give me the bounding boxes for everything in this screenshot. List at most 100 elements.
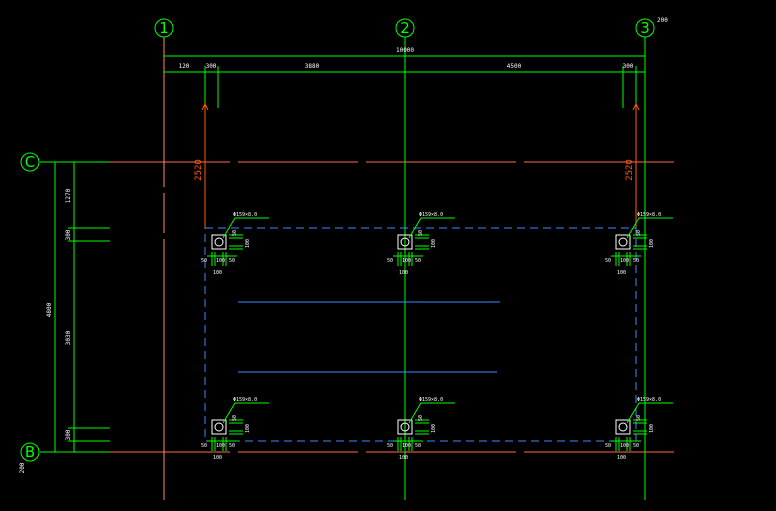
pile-dim-mid: 100: [620, 258, 629, 264]
svg-text:1: 1: [159, 19, 169, 37]
pile-dim-mid: 100: [216, 258, 225, 264]
pile-dim-mid: 100: [402, 258, 411, 264]
pile-5[interactable]: Φ159×8.0 50 100 50 100 50 100: [387, 397, 455, 461]
pile-dim-side-a: 50: [232, 230, 238, 236]
pile-dim-mid: 100: [620, 443, 629, 449]
pile-dim-side-b: 100: [431, 239, 437, 248]
pile-dim-left: 50: [605, 443, 611, 449]
pile-dim-bottom: 100: [213, 270, 222, 276]
axis-bubble-1: 1: [154, 18, 174, 38]
pile-cap-square: [615, 234, 631, 250]
pile-spec-label: Φ159×8.0: [419, 397, 443, 403]
orange-dim-left: 2520: [194, 102, 209, 228]
svg-text:10000: 10000: [396, 47, 414, 54]
pile-cap-square: [211, 419, 227, 435]
svg-text:3880: 3880: [305, 63, 320, 70]
pile-dim-side-b: 100: [245, 424, 251, 433]
pile-spec-label: Φ159×8.0: [233, 397, 257, 403]
pile-cap-square: [615, 419, 631, 435]
pile-circle: [400, 422, 410, 432]
axis-bubble-2: 2: [395, 18, 415, 38]
pile-dim-bottom: 100: [399, 270, 408, 276]
left-dimension-overall: 4800: [46, 162, 56, 452]
svg-text:3: 3: [640, 19, 650, 37]
pile-dim-bottom: 100: [213, 455, 222, 461]
pile-spec-label: Φ159×8.0: [637, 212, 661, 218]
pile-dim-mid: 100: [402, 443, 411, 449]
axis-bubble-b: B: [20, 442, 40, 462]
pile-leader: [222, 402, 269, 424]
pile-dim-right: 50: [633, 443, 639, 449]
svg-text:C: C: [25, 153, 35, 171]
pile-dim-side-b: 100: [649, 239, 655, 248]
pile-cap-square: [211, 234, 227, 250]
pile-dim-mid: 100: [216, 443, 225, 449]
pile-dim-side-a: 50: [636, 415, 642, 421]
pile-dim-side-a: 50: [232, 415, 238, 421]
pile-dim-bottom: 100: [399, 455, 408, 461]
pile-spec-label: Φ159×8.0: [233, 212, 257, 218]
pile-dim-left: 50: [201, 258, 207, 264]
svg-text:B: B: [25, 443, 35, 461]
svg-text:2520: 2520: [625, 159, 635, 181]
pile-circle: [400, 237, 410, 247]
pile-dim-left: 50: [605, 258, 611, 264]
pile-dim-left: 50: [387, 443, 393, 449]
pile-circle: [618, 422, 628, 432]
top-dim-offset-right: 200: [657, 17, 668, 24]
pile-dim-side-a: 50: [636, 230, 642, 236]
pile-spec-label: Φ159×8.0: [637, 397, 661, 403]
pile-cap-square: [397, 419, 413, 435]
svg-text:4800: 4800: [46, 302, 53, 317]
svg-text:120: 120: [179, 63, 190, 70]
pile-dim-right: 50: [229, 443, 235, 449]
pile-3[interactable]: Φ159×8.0 50 100 50 100 50 100: [605, 212, 673, 276]
pile-dim-bottom: 100: [617, 270, 626, 276]
left-dim-offset-bottom: 200: [19, 462, 26, 473]
svg-text:4500: 4500: [507, 63, 522, 70]
pile-leader: [626, 217, 673, 239]
pile-dim-side-b: 100: [649, 424, 655, 433]
pile-dim-right: 50: [229, 258, 235, 264]
pile-dim-bottom: 100: [617, 455, 626, 461]
pile-4[interactable]: Φ159×8.0 50 100 50 100 50 100: [201, 397, 269, 461]
pile-cap-square: [397, 234, 413, 250]
pile-dim-right: 50: [415, 258, 421, 264]
pile-circle: [214, 237, 224, 247]
pile-dim-side-a: 50: [418, 230, 424, 236]
axis-bubble-3: 3: [635, 18, 655, 38]
pile-leader: [222, 217, 269, 239]
top-dimension-segments: 120 300 3880 4500 300: [164, 63, 645, 108]
pile-circle: [214, 422, 224, 432]
pile-leader: [626, 402, 673, 424]
pile-spec-label: Φ159×8.0: [419, 212, 443, 218]
svg-text:300: 300: [206, 63, 217, 70]
top-dimension-overall: 10000: [164, 47, 645, 57]
svg-text:3030: 3030: [65, 330, 72, 345]
pile-2[interactable]: Φ159×8.0 50 100 50 100 50 100: [387, 212, 455, 276]
pile-dim-left: 50: [387, 258, 393, 264]
pile-dim-side-a: 50: [418, 415, 424, 421]
pile-dim-side-b: 100: [245, 239, 251, 248]
axis-bubble-c: C: [20, 152, 40, 172]
svg-text:300: 300: [65, 229, 72, 240]
svg-text:300: 300: [65, 429, 72, 440]
pile-leader: [408, 402, 455, 424]
svg-text:2: 2: [400, 19, 410, 37]
left-dimension-segments: 1270 300 3030 300: [40, 161, 110, 453]
pile-leader: [408, 217, 455, 239]
pile-dim-left: 50: [201, 443, 207, 449]
svg-text:1270: 1270: [65, 188, 72, 203]
pile-1[interactable]: Φ159×8.0 50 100 50 100 50 100: [201, 212, 269, 276]
pile-6[interactable]: Φ159×8.0 50 100 50 100 50 100: [605, 397, 673, 461]
pile-dim-side-b: 100: [431, 424, 437, 433]
pile-circle: [618, 237, 628, 247]
pile-dim-right: 50: [633, 258, 639, 264]
svg-text:300: 300: [623, 63, 634, 70]
svg-text:2520: 2520: [194, 159, 204, 181]
pile-dim-right: 50: [415, 443, 421, 449]
orange-dim-right: 2520: [625, 102, 640, 228]
